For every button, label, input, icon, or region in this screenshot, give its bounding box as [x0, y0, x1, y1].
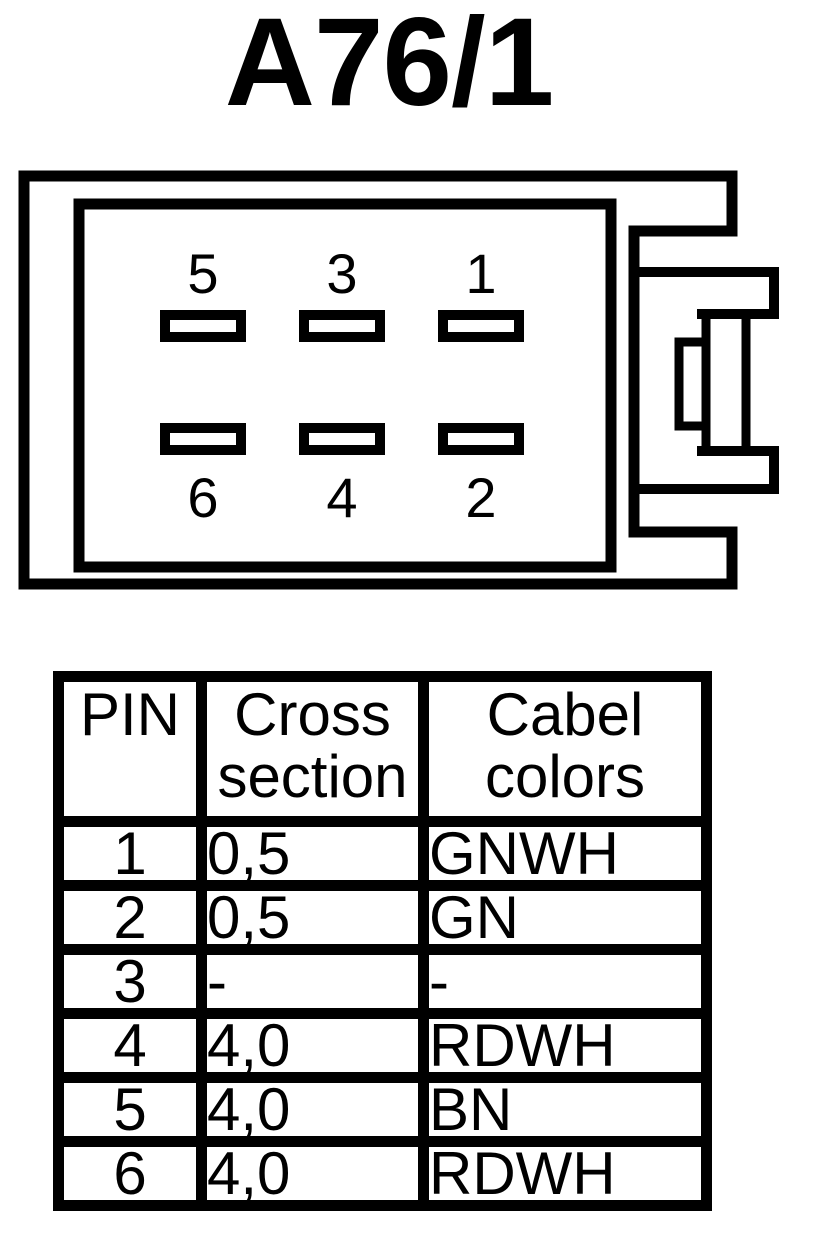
table-row-pin-2: 2 0,5 GN: [53, 880, 712, 955]
table-row-pin-5: 5 4,0 BN: [53, 1072, 712, 1147]
pin-slot-1: [438, 310, 524, 342]
column-header-cable-colors: Cabel colors: [418, 671, 712, 827]
pin-slot-3: [299, 310, 385, 342]
cross-section-cell: 4,0: [196, 1072, 429, 1147]
table-row-pin-1: 1 0,5 GNWH: [53, 816, 712, 891]
pin-slot-5: [160, 310, 246, 342]
connector-outer-housing: [18, 170, 738, 590]
cable-color-cell: RDWH: [418, 1136, 712, 1211]
cable-color-cell: -: [418, 944, 712, 1019]
cross-section-cell: -: [196, 944, 429, 1019]
pin-number-label-3: 3: [326, 242, 357, 305]
cable-color-cell: GNWH: [418, 816, 712, 891]
cross-section-cell: 4,0: [196, 1008, 429, 1083]
table-row-pin-6: 6 4,0 RDWH: [53, 1136, 712, 1211]
pin-number-cell: 3: [53, 944, 207, 1019]
cable-color-cell: BN: [418, 1072, 712, 1147]
pin-number-cell: 4: [53, 1008, 207, 1083]
cross-section-cell: 4,0: [196, 1136, 429, 1211]
page-title: A76/1: [224, 0, 555, 132]
pin-number-label-1: 1: [465, 242, 496, 305]
table-row-pin-3: 3 - -: [53, 944, 712, 1019]
column-header-cross-section: Cross section: [196, 671, 429, 827]
cable-color-cell: GN: [418, 880, 712, 955]
pin-slot-2: [438, 423, 524, 455]
pinout-table: PIN Cross section Cabel colors 1 0,5 GNW…: [53, 671, 712, 1211]
pin-number-label-2: 2: [465, 466, 496, 529]
pin-number-cell: 6: [53, 1136, 207, 1211]
connector-key-tab: [701, 309, 751, 456]
connector-inner-face: [73, 198, 617, 573]
pin-number-cell: 1: [53, 816, 207, 891]
column-header-pin: PIN: [53, 671, 207, 827]
connector-diagram: 5 3 1 6 4 2: [18, 170, 779, 590]
pin-number-label-6: 6: [187, 466, 218, 529]
table-row-pin-4: 4 4,0 RDWH: [53, 1008, 712, 1083]
pin-number-label-4: 4: [326, 466, 357, 529]
cross-section-cell: 0,5: [196, 816, 429, 891]
connector-lock-bracket-bottom: [629, 446, 779, 494]
cable-color-cell: RDWH: [418, 1008, 712, 1083]
connector-lock-bracket-top: [629, 267, 779, 319]
cross-section-cell: 0,5: [196, 880, 429, 955]
pin-number-label-5: 5: [187, 242, 218, 305]
pin-number-cell: 5: [53, 1072, 207, 1147]
pin-number-cell: 2: [53, 880, 207, 955]
pinout-table-header-row: PIN Cross section Cabel colors: [53, 671, 712, 827]
pin-slot-4: [299, 423, 385, 455]
connector-key-tab-small: [674, 337, 711, 431]
pin-slot-6: [160, 423, 246, 455]
